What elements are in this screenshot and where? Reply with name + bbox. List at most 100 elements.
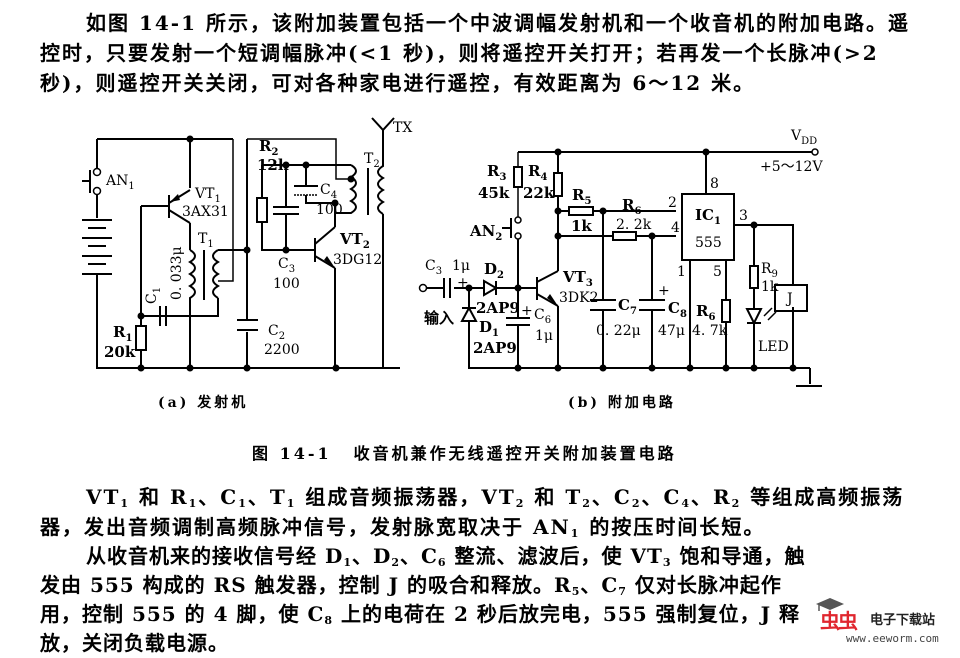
subscript: 8 (324, 614, 334, 627)
label-d2: D2 (484, 260, 504, 281)
subscript: 1 (343, 556, 352, 569)
figure-title: 收音机兼作无线遥控开关附加装置电路 (353, 444, 677, 463)
text-run: 整流、滤波后，使 VT (446, 544, 663, 568)
label-pin5: 5 (713, 264, 722, 280)
junction-dot (554, 232, 562, 240)
subscript: 3 (662, 556, 672, 569)
label-vt2: VT2 (339, 230, 370, 251)
label-r6a: R6 (622, 196, 641, 217)
label-c1-value: 0. 033μ (169, 246, 185, 300)
text-run: 组成音频振荡器，VT (296, 485, 516, 509)
junction-dot (347, 175, 355, 183)
junction-dot (554, 207, 562, 215)
label-ic1: IC1 (695, 206, 721, 227)
led-icon (745, 307, 777, 326)
capacitor-c6 (506, 317, 530, 326)
junction-dot (514, 284, 522, 292)
label-d1: D1 (479, 318, 499, 339)
junction-dot (137, 364, 145, 372)
vdd-terminal (811, 148, 819, 156)
label-pin8: 8 (710, 176, 719, 192)
label-c8: C8 (668, 299, 687, 320)
wire (689, 260, 727, 368)
resistor-r3 (513, 166, 523, 188)
label-plus: + (457, 275, 469, 291)
ground-icon (469, 367, 822, 387)
label-c3b-value: 1μ (452, 258, 470, 274)
text-run: 的按压时间长短。 (580, 515, 766, 539)
label-c6-plus: + (521, 303, 533, 319)
text-run: 从收音机来的接收信号经 D (86, 544, 344, 568)
label-c3b: C3 (425, 258, 442, 277)
capacitor-c3-1u (443, 278, 451, 298)
junction-dot (648, 232, 656, 240)
subscript: 1 (188, 497, 199, 510)
resistor-r5 (568, 206, 594, 216)
figure-caption: 图 14-1 收音机兼作无线遥控开关附加装置电路 (252, 440, 677, 464)
paragraph-oscillators: VT1 和 R1、C1、T1 组成音频振荡器，VT2 和 T2、C2、C4、R2… (40, 482, 920, 542)
transistor-vt3 (536, 270, 559, 368)
text-run: 饱和导通，触发由 555 构成的 RS 触发器，控制 J 的吸合和释放。R (40, 544, 806, 597)
circuit-figure: AN1 VT1 3AX31 T1 C1 0. 033μ R1 20k R2 12… (0, 110, 960, 430)
label-vt1: VT1 (194, 186, 221, 205)
label-r6b-value: 4. 7k (692, 323, 728, 339)
text-run: 仅对长脉冲起作用，控制 555 的 4 脚，使 C (40, 573, 782, 626)
label-r1-value: 20k (104, 343, 136, 361)
junction-dot (686, 364, 694, 372)
switch-an2 (502, 216, 522, 240)
text-run: VT (86, 485, 121, 509)
graduation-cap-icon (816, 598, 844, 611)
junction-dot (599, 207, 607, 215)
junction-dot (789, 364, 797, 372)
label-c8-value: 47μ (658, 323, 685, 339)
label-c4-value: 100 (316, 202, 343, 218)
inductor-t1-primary (188, 249, 196, 368)
subscript: 1 (120, 497, 131, 510)
junction-dot (702, 148, 710, 156)
junction-dot (282, 161, 290, 169)
junction-dot (599, 364, 607, 372)
label-c6-value: 1μ (535, 328, 553, 344)
subscript: 2 (731, 497, 742, 510)
junction-dot (648, 364, 656, 372)
text-run: 、C (591, 485, 632, 509)
wire (247, 138, 351, 180)
capacitor-c7 (590, 299, 616, 311)
capacitor-c8 (639, 299, 665, 311)
label-r6b: R6 (696, 302, 715, 323)
inductor-t2-secondary (336, 130, 385, 369)
label-vdd: VDD (790, 128, 817, 147)
subscript: 2 (391, 556, 400, 569)
label-relay: J (785, 291, 793, 307)
label-d1-model: 2AP9 (473, 339, 517, 357)
ic1-555 (681, 193, 735, 261)
resistor-r6-2-2k (612, 231, 637, 241)
diode-d1 (460, 305, 478, 322)
label-vdd-range: +5～12V (760, 159, 823, 175)
label-c3-value: 100 (273, 276, 300, 292)
text-run: 、C (580, 573, 619, 597)
label-vt3-model: 3DK2 (559, 290, 599, 306)
switch-an1 (82, 167, 102, 196)
subscript: 2 (582, 497, 592, 510)
junction-dot (302, 161, 310, 169)
junction-dot (554, 364, 562, 372)
intro-paragraph: 如图 14-1 所示，该附加装置包括一个中波调幅发射机和一个收音机的附加电路。遥… (40, 8, 920, 98)
text-run: 、D (351, 544, 392, 568)
transistor-vt1 (141, 189, 191, 224)
label-d2-model: 2AP9 (476, 299, 520, 317)
intro-text: 如图 14-1 所示，该附加装置包括一个中波调幅发射机和一个收音机的附加电路。遥… (40, 11, 910, 95)
resistor-r9 (749, 265, 759, 289)
wire (261, 165, 315, 251)
label-r5-value: 1k (571, 217, 592, 235)
label-pin1: 1 (677, 264, 686, 280)
figure-number: 图 14-1 (252, 444, 332, 463)
wire (218, 139, 234, 282)
label-r4: R4 (528, 162, 547, 183)
label-c7-value: 0. 22μ (596, 323, 641, 339)
label-r3-value: 45k (478, 184, 510, 202)
watermark-logo: 虫虫 电子下载站 www.eeworm.com (816, 598, 960, 646)
label-c3: C3 (278, 256, 295, 275)
capacitor-c2 (237, 319, 258, 331)
label-c8-plus: + (658, 283, 670, 299)
